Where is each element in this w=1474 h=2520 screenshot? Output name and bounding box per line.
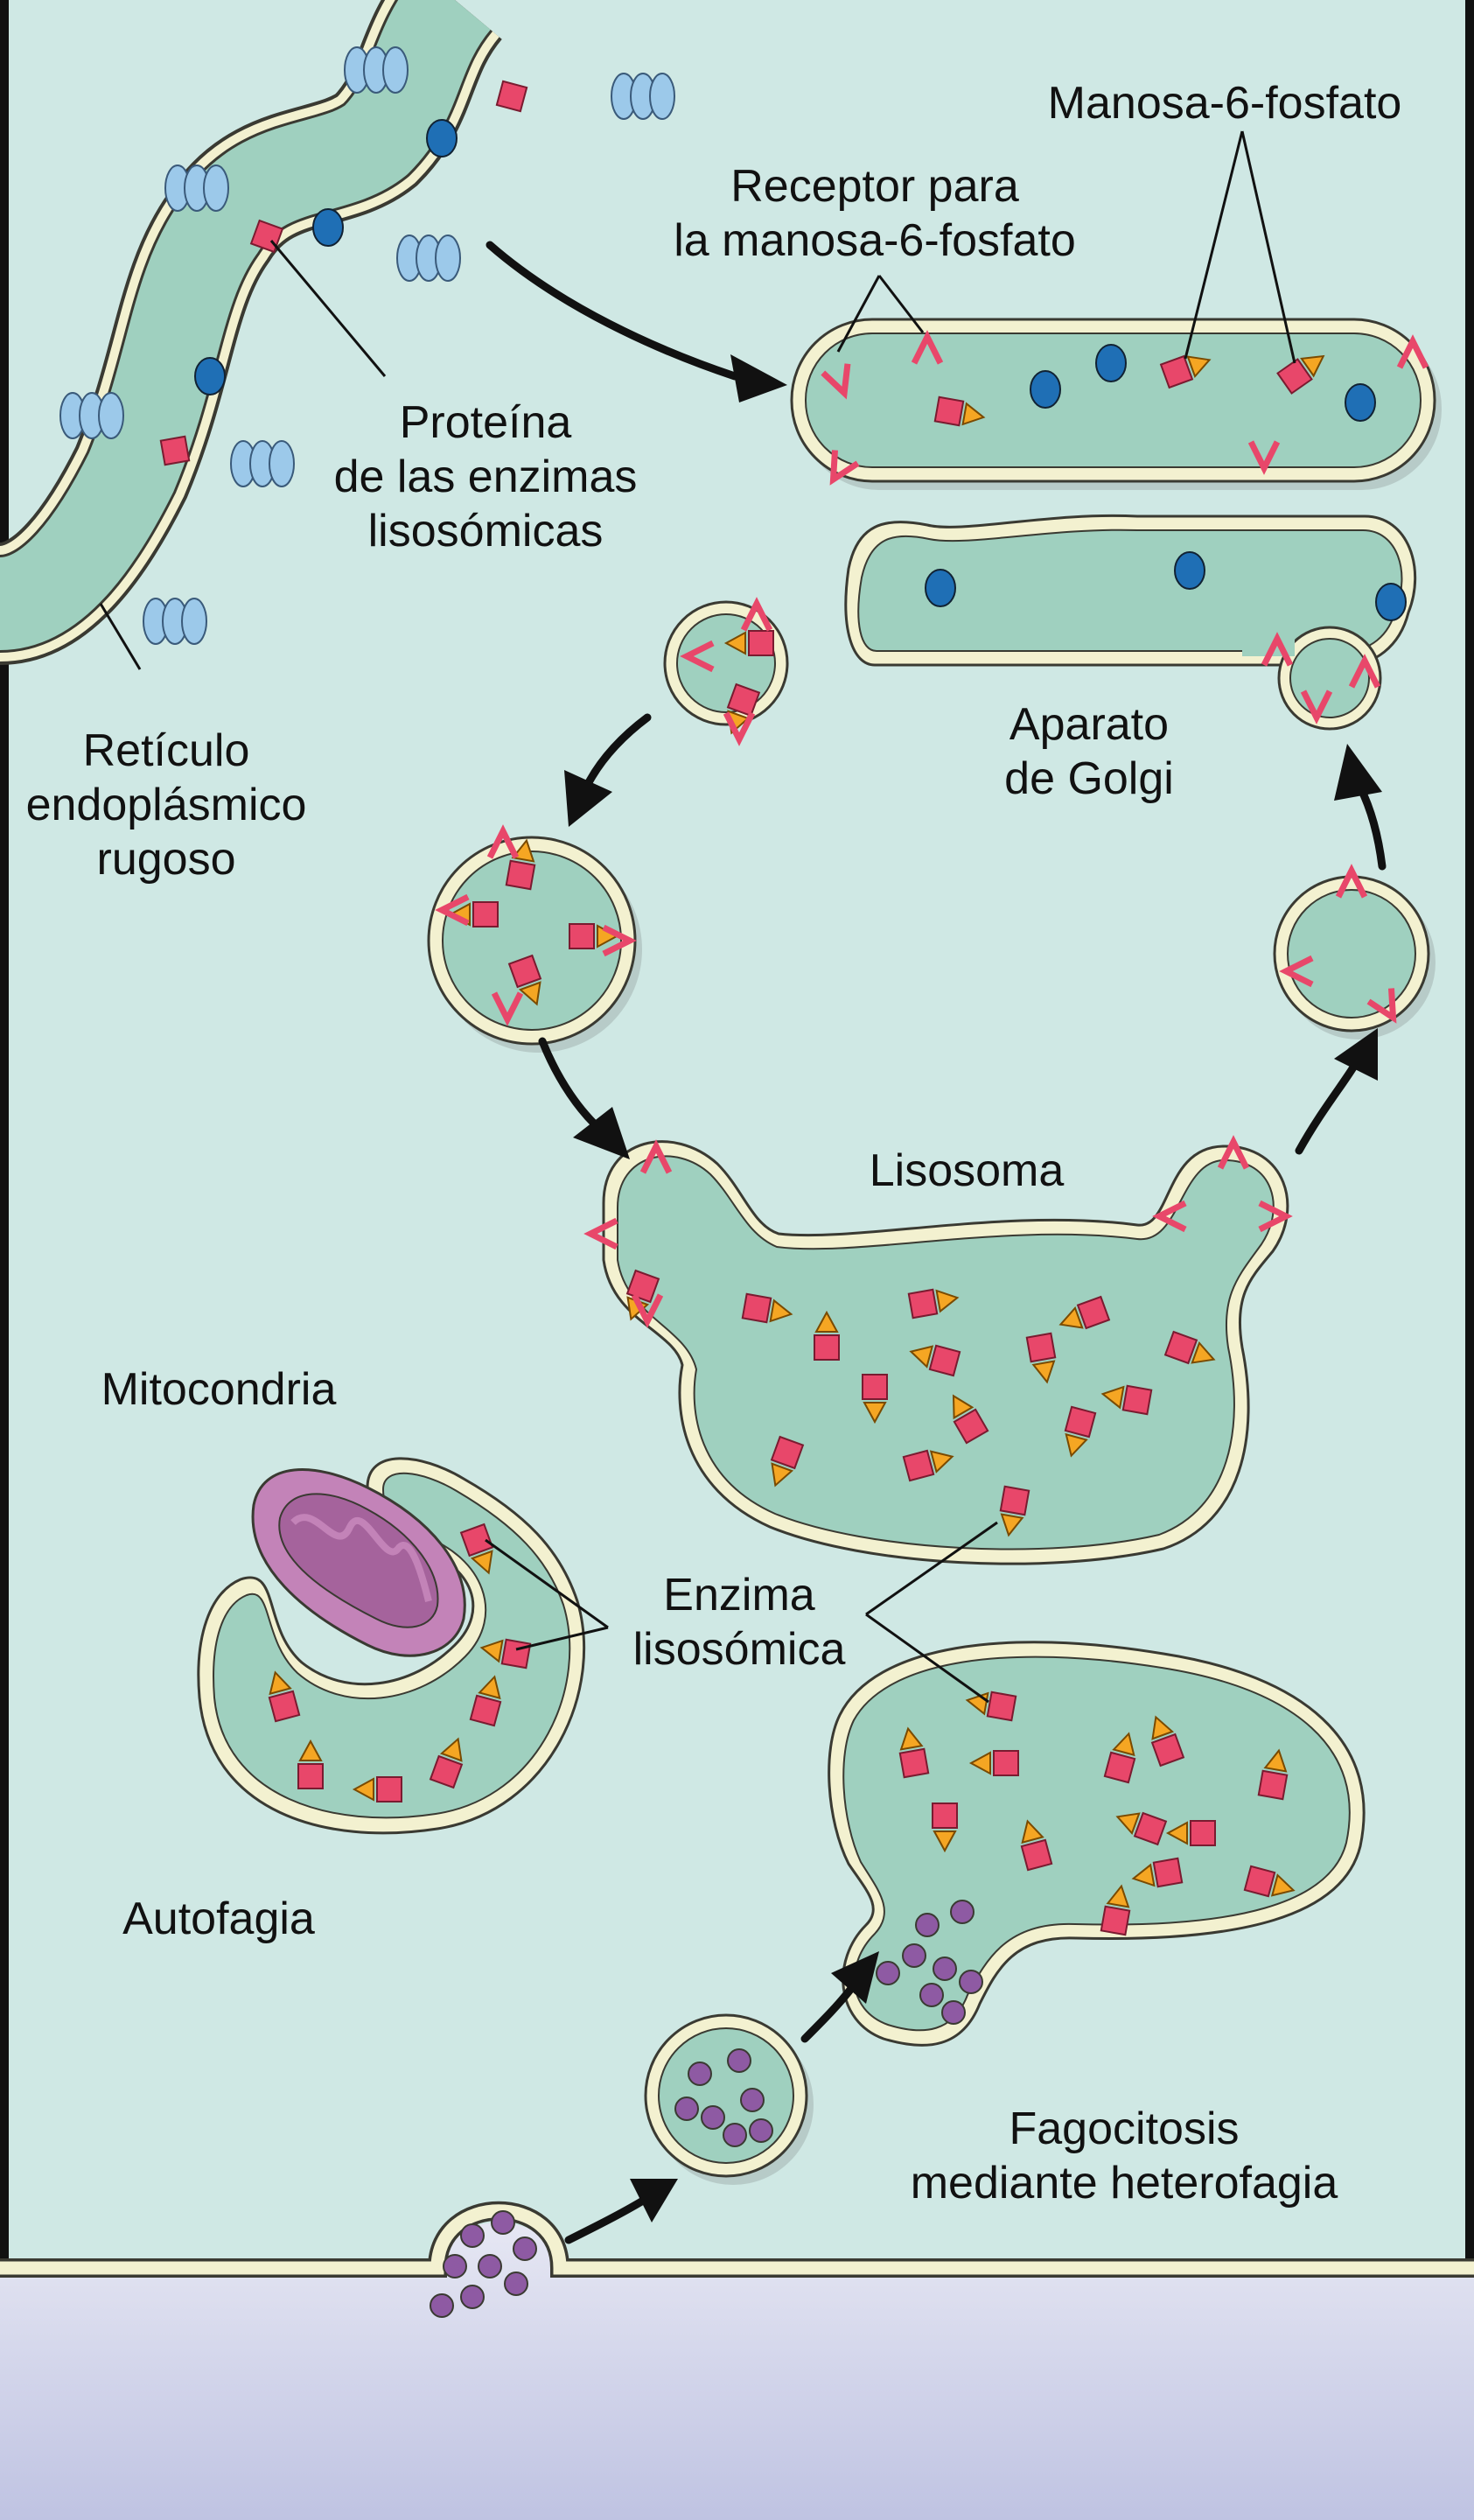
label-rer-line-1: Retículo xyxy=(83,725,250,776)
phagosome xyxy=(644,2013,814,2185)
mitochondrion xyxy=(251,1468,466,1657)
plasma-membrane xyxy=(0,2201,1474,2520)
label-enzyme-line-1: Enzima xyxy=(663,1570,814,1620)
golgi-cisterna-upper xyxy=(790,318,1442,490)
label-golgi-line-1: Aparato xyxy=(1009,699,1169,750)
label-lysosome: Lisosoma xyxy=(870,1145,1065,1196)
label-mitochondrion: Mitocondria xyxy=(101,1364,337,1415)
label-golgi-line-2: de Golgi xyxy=(1004,753,1174,804)
label-autophagy: Autofagia xyxy=(122,1894,315,1944)
label-rer-line-2: endoplásmico xyxy=(26,780,307,830)
label-protein-line-2: de las enzimas xyxy=(334,452,638,502)
labels: Manosa-6-fosfato Receptor para la manosa… xyxy=(26,78,1402,2208)
label-phagocytosis-line-1: Fagocitosis xyxy=(1009,2104,1240,2154)
phagocytosed-particles xyxy=(876,1900,983,2025)
ingested-particles xyxy=(430,2210,537,2318)
extracellular-space xyxy=(0,2222,1474,2520)
ribosome-group xyxy=(59,46,675,645)
phagolysosome xyxy=(828,1641,1366,2047)
label-mannose-6-phosphate: Manosa-6-fosfato xyxy=(1048,78,1402,129)
label-protein-line-1: Proteína xyxy=(400,397,572,448)
pathway-arrows xyxy=(486,241,1387,2244)
label-pointers xyxy=(99,130,1296,1704)
transport-vesicle-left xyxy=(427,836,642,1053)
rough-endoplasmic-reticulum xyxy=(0,0,675,665)
label-rer-line-3: rugoso xyxy=(97,834,236,885)
label-phagocytosis-line-2: mediante heterofagia xyxy=(911,2158,1338,2208)
m6p-receptors xyxy=(435,330,1429,1328)
label-receptor-line-2: la manosa-6-fosfato xyxy=(674,215,1076,266)
lysosomal-enzymes xyxy=(159,80,1325,1936)
label-receptor-line-1: Receptor para xyxy=(730,161,1019,212)
label-enzyme-line-2: lisosómica xyxy=(633,1624,846,1675)
label-protein-line-3: lisosómicas xyxy=(368,506,604,556)
